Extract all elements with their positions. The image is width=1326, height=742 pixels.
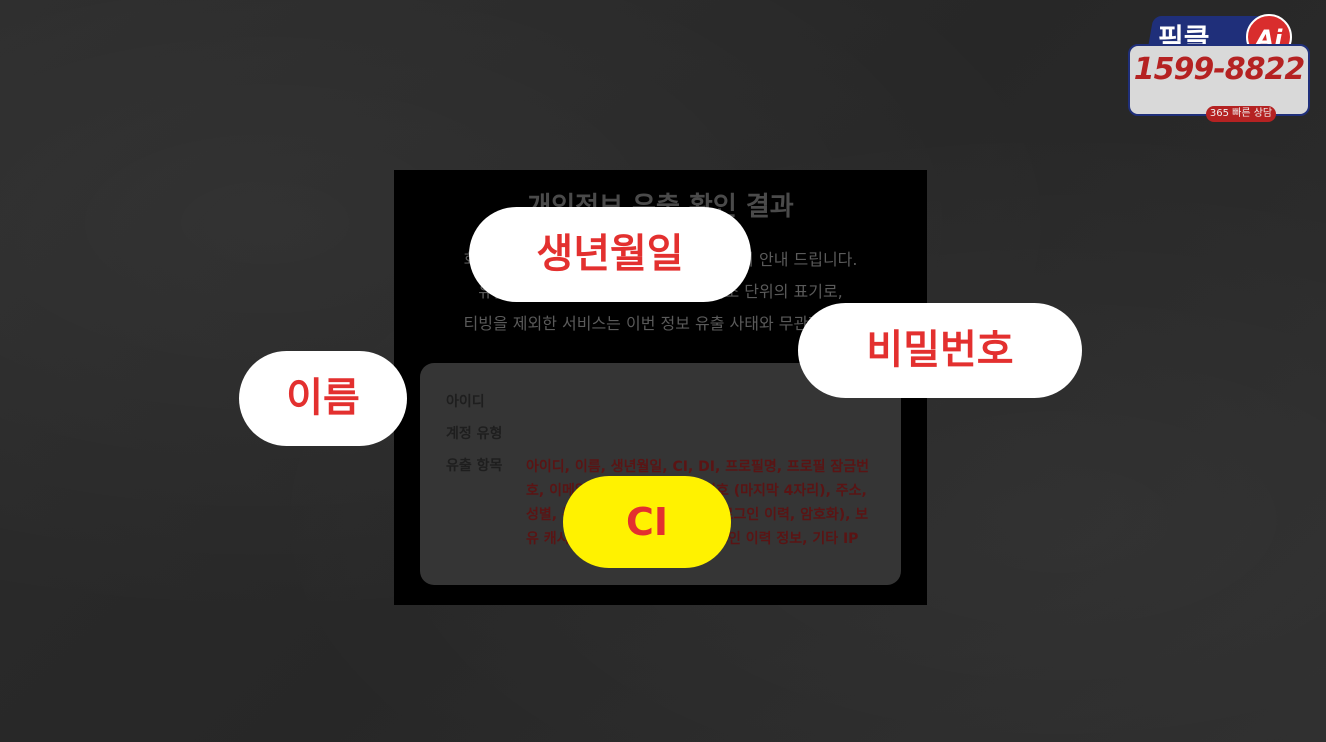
logo-tagline: 365 빠른 상담 [1206,106,1276,122]
account-type-label: 계정 유형 [446,426,503,442]
modal-description-line-3: 티빙을 제외한 서비스는 이번 정보 유출 사태와 무관합니다. [463,314,858,333]
callout-ci: CI [563,476,731,568]
leak-items-label: 유출 항목 [446,458,503,474]
logo-phone-number: 1599-8822 [1133,52,1305,87]
callout-name: 이름 [239,351,407,446]
id-label: 아이디 [446,394,485,410]
brand-logo: 픽클 Ai 1599-8822 365 빠른 상담 [1128,14,1314,122]
callout-password: 비밀번호 [798,303,1082,398]
callout-birthdate: 생년월일 [469,207,751,302]
logo-phone-box [1128,44,1310,116]
